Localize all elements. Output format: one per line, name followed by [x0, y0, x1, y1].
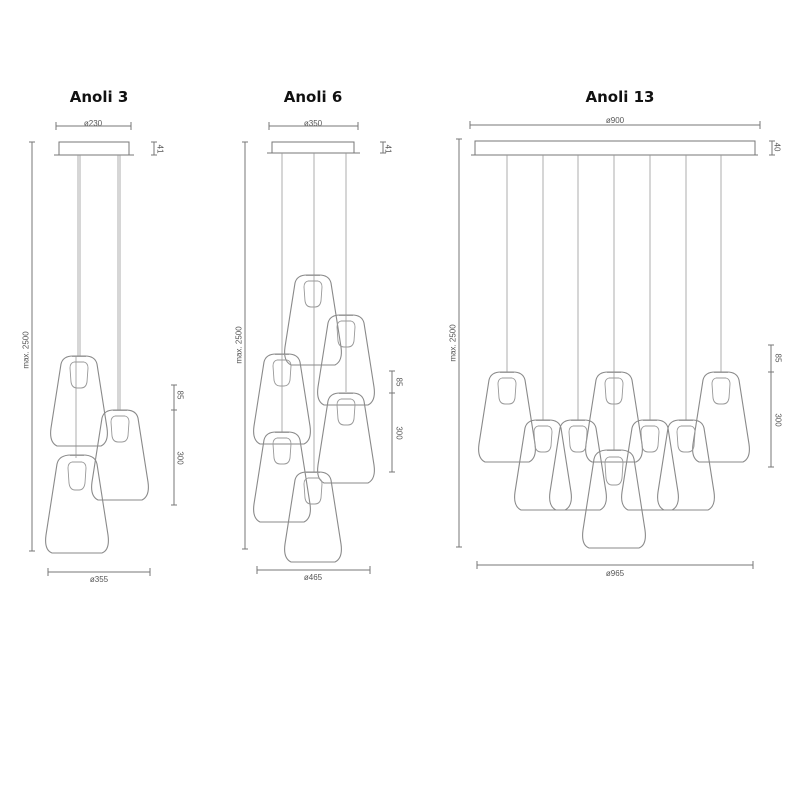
anoli-3-spread-diameter: ø355 — [89, 575, 109, 584]
title-anoli-13: Anoli 13 — [585, 88, 655, 106]
anoli-6-canopy-diameter: ø350 — [303, 119, 323, 128]
anoli-6-drawing — [242, 122, 395, 574]
anoli-3-canopy-diameter: ø230 — [83, 119, 103, 128]
anoli-13-drawing — [456, 121, 775, 569]
anoli-13-canopy-diameter: ø900 — [605, 116, 625, 125]
title-anoli-3: Anoli 3 — [69, 88, 129, 106]
anoli-3-drawing — [29, 122, 177, 576]
anoli-13-spread-diameter: ø965 — [605, 569, 625, 578]
anoli-6-spread-diameter: ø465 — [303, 573, 323, 582]
title-anoli-6: Anoli 6 — [283, 88, 343, 106]
